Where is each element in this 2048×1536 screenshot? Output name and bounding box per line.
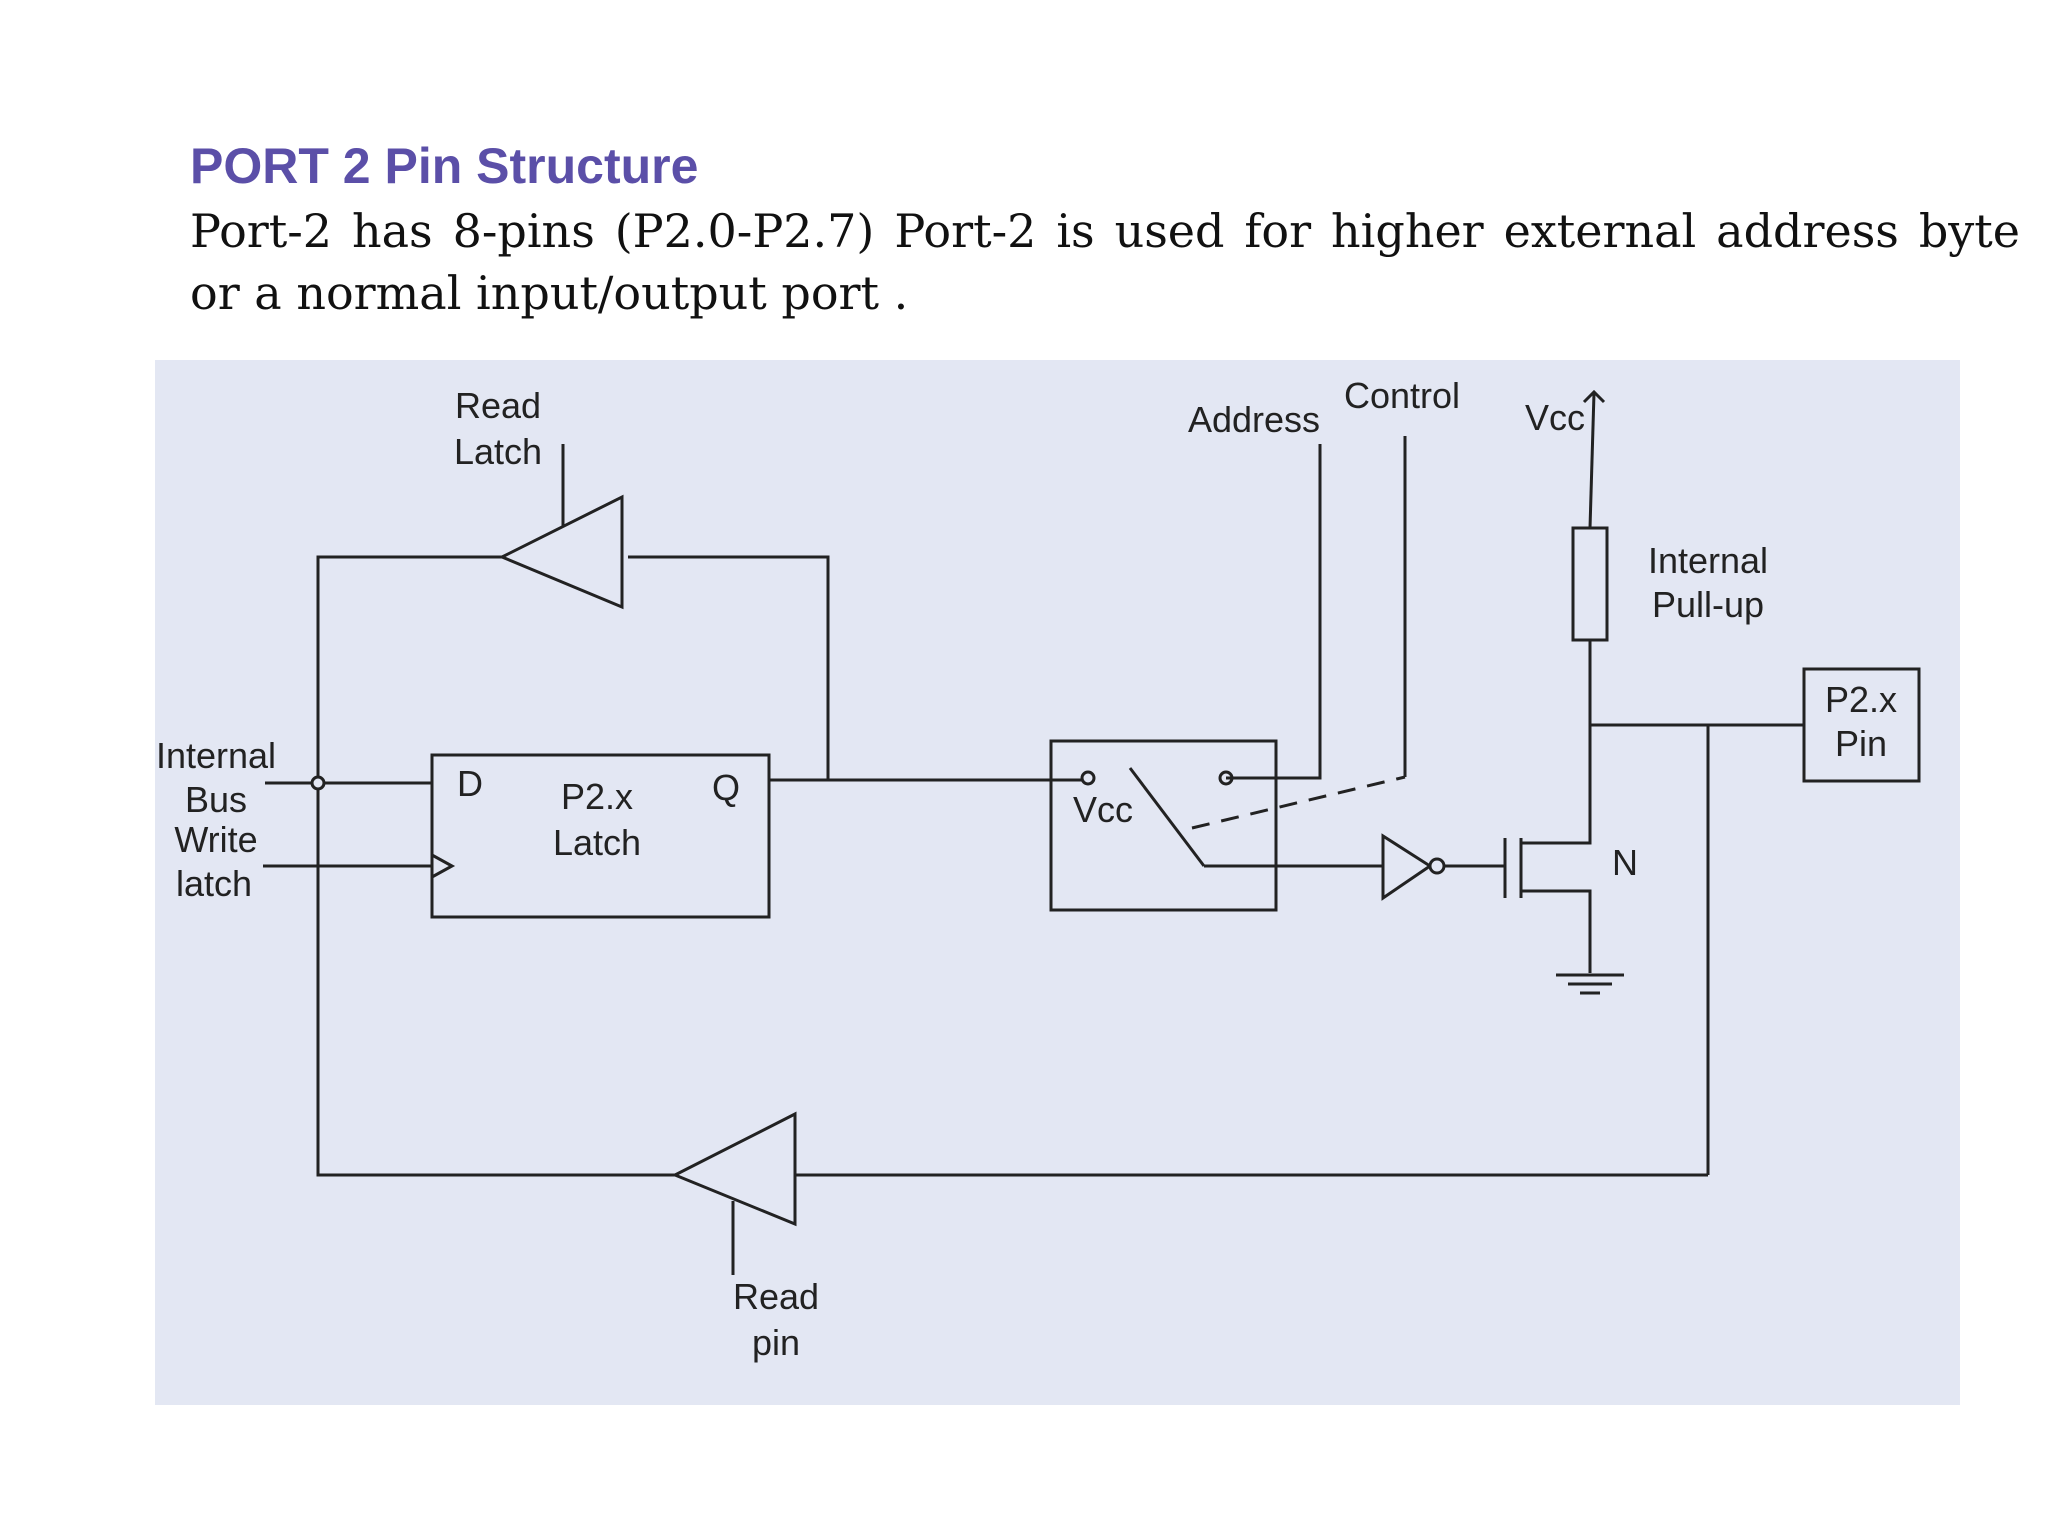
label-latch-d: D xyxy=(457,763,483,804)
label-latch-2: Latch xyxy=(553,822,641,863)
clock-input-marker xyxy=(431,853,456,879)
wire-address xyxy=(1226,444,1322,780)
label-bus-1: Internal xyxy=(156,735,276,776)
label-fet-n: N xyxy=(1612,842,1638,883)
label-read-pin-2: pin xyxy=(752,1322,800,1363)
wire-vcc xyxy=(1588,392,1596,529)
label-bus-4: latch xyxy=(176,863,252,904)
p2x-latch-box xyxy=(430,753,771,919)
page-title: PORT 2 Pin Structure xyxy=(190,138,699,194)
label-latch-q: Q xyxy=(712,767,740,808)
label-control: Control xyxy=(1344,375,1460,416)
label-pin-2: Pin xyxy=(1835,723,1887,764)
p2x-pin-box xyxy=(1802,667,1921,783)
label-read-latch-2: Latch xyxy=(454,431,542,472)
mux-switch-arm xyxy=(1128,767,1206,867)
wire-read-latch-right xyxy=(628,555,830,780)
bus-junction xyxy=(310,775,326,791)
label-read-pin-1: Read xyxy=(733,1276,819,1317)
ground-icon xyxy=(1556,973,1624,995)
description-text: Port-2 has 8-pins (P2.0-P2.7) Port-2 is … xyxy=(190,204,2020,320)
wire-control-dashed xyxy=(1191,775,1406,830)
vcc-arrow-icon xyxy=(1582,389,1606,404)
label-address: Address xyxy=(1188,399,1320,440)
label-bus-2: Bus xyxy=(185,779,247,820)
label-mux-vcc: Vcc xyxy=(1073,789,1133,830)
mux-box xyxy=(1049,739,1278,912)
read-pin-buffer xyxy=(671,1111,797,1227)
label-pullup-1: Internal xyxy=(1648,540,1768,581)
mux-terminal-left xyxy=(1080,770,1096,786)
label-read-latch-1: Read xyxy=(455,385,541,426)
label-latch-1: P2.x xyxy=(561,776,633,817)
label-vcc-top: Vcc xyxy=(1525,397,1585,438)
label-pin-1: P2.x xyxy=(1825,679,1897,720)
label-bus-3: Write xyxy=(174,819,257,860)
n-fet-transistor xyxy=(1503,725,1592,973)
label-pullup-2: Pull-up xyxy=(1652,584,1764,625)
diagram-background xyxy=(155,360,1960,1405)
